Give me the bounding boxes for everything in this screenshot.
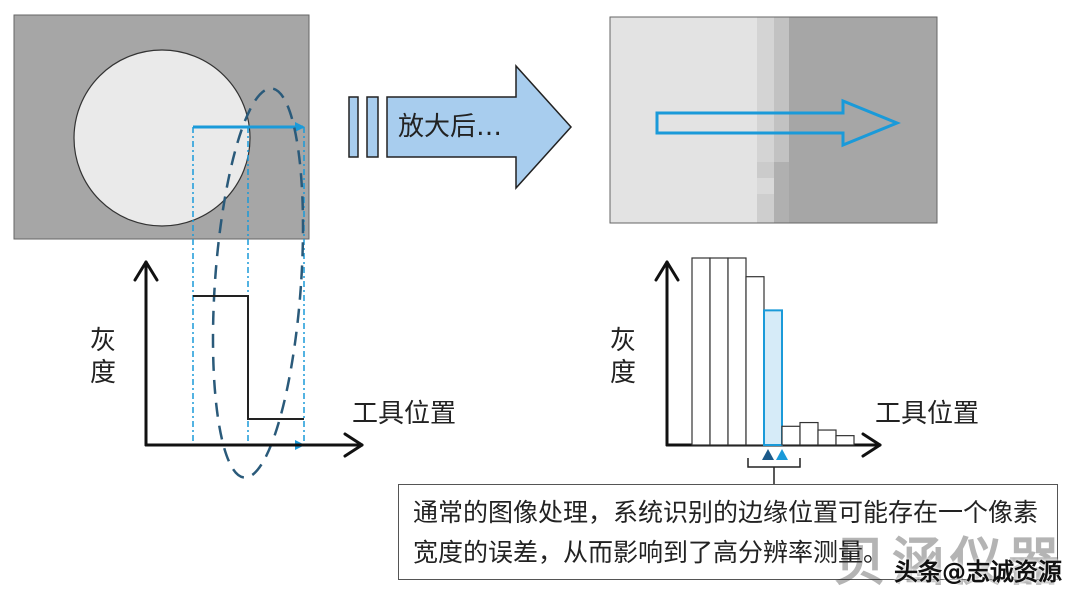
zoom-arrow-shape — [386, 64, 573, 190]
histogram-bar — [727, 257, 747, 446]
edge-marker-right — [776, 449, 788, 460]
error-bracket — [747, 458, 801, 484]
note-text: 通常的图像处理，系统识别的边缘位置可能存在一个像素宽度的误差，从而影响到了高分辨… — [413, 498, 1039, 567]
histogram-bar — [781, 425, 801, 446]
histogram-bar — [817, 429, 837, 446]
arrow-stripe-2 — [366, 96, 379, 158]
right-y-axis-label: 灰度 — [609, 326, 636, 388]
left-image-circle — [73, 49, 251, 227]
arrow-stripe-1 — [348, 96, 359, 158]
histogram-bar — [835, 435, 855, 446]
dashed-ellipse — [211, 87, 305, 479]
histogram-bar — [763, 309, 783, 446]
left-gray-profile — [193, 295, 304, 420]
zoomed-scan-arrow — [655, 98, 901, 148]
histogram-bar — [799, 421, 819, 446]
zoomed-image — [609, 16, 938, 224]
watermark-brand: 贝涵仪器 — [833, 533, 1066, 593]
histogram — [691, 257, 855, 446]
edge-marker-left — [762, 449, 774, 460]
watermark-text: 头条@志诚资源 — [894, 558, 1062, 586]
histogram-bar — [745, 276, 765, 446]
left-y-axis-label: 灰度 — [89, 326, 116, 388]
note-box: 通常的图像处理，系统识别的边缘位置可能存在一个像素宽度的误差，从而影响到了高分辨… — [398, 484, 1058, 580]
left-x-axis-label: 工具位置 — [352, 399, 457, 429]
zoom-arrow-label: 放大后… — [398, 112, 503, 142]
histogram-bar — [691, 257, 711, 446]
right-x-axis-label: 工具位置 — [875, 399, 980, 429]
left-chart-axes — [133, 260, 364, 458]
histogram-bar — [709, 257, 729, 446]
